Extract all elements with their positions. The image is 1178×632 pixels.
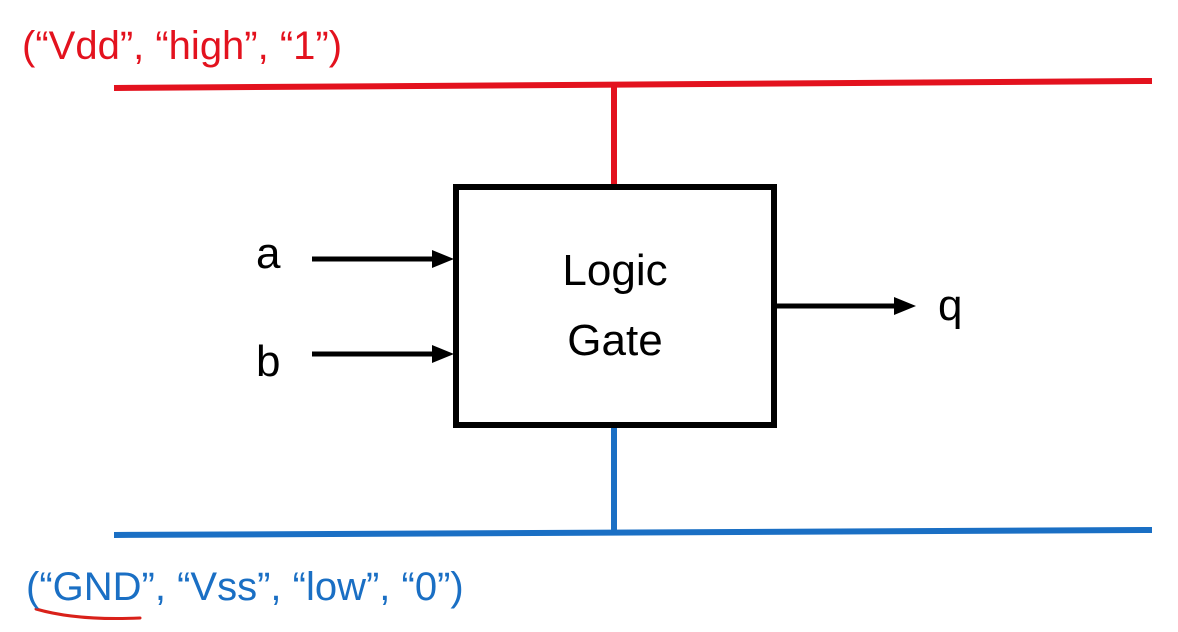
supply-rail-label: (“Vdd”, “high”, “1”) bbox=[22, 24, 343, 68]
ground-rail-label: (“GND”, “Vss”, “low”, “0”) bbox=[26, 565, 464, 609]
gate-label-line1: Logic bbox=[562, 245, 668, 295]
gnd-underline-mark bbox=[34, 607, 142, 621]
input-a-arrowhead bbox=[432, 250, 454, 268]
logic-gate-box bbox=[453, 184, 777, 428]
input-b-label: b bbox=[256, 337, 281, 386]
logic-gate-label: Logic Gate bbox=[456, 187, 774, 425]
supply-rail bbox=[113, 78, 1153, 91]
output-q-arrowhead bbox=[894, 297, 916, 315]
output-q-label: q bbox=[938, 281, 963, 330]
gate-label-line2: Gate bbox=[567, 316, 663, 365]
ground-rail bbox=[113, 527, 1153, 538]
input-b-arrowhead bbox=[432, 345, 454, 363]
input-a-label: a bbox=[256, 229, 281, 278]
